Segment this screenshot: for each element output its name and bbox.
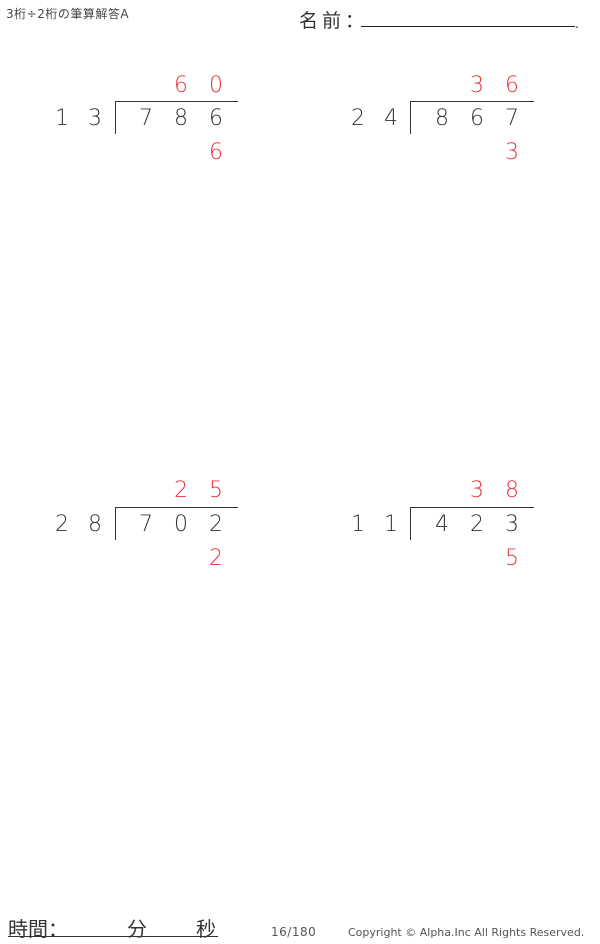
worksheet-title: 3桁÷2桁の筆算解答A bbox=[6, 7, 130, 21]
divisor-digit: 1 bbox=[384, 512, 398, 537]
dividend-digit: 6 bbox=[470, 106, 484, 131]
division-bracket-side bbox=[410, 101, 411, 134]
quotient-digit: 3 bbox=[470, 73, 484, 98]
time-label: 時間： bbox=[8, 917, 68, 941]
division-bracket-side bbox=[115, 101, 116, 134]
quotient-digit: 2 bbox=[174, 478, 188, 503]
divisor-digit: 3 bbox=[88, 106, 102, 131]
division-bracket-top bbox=[115, 507, 238, 508]
quotient-digit: 3 bbox=[470, 478, 484, 503]
remainder-digit: 2 bbox=[209, 546, 223, 571]
divisor-digit: 8 bbox=[88, 512, 102, 537]
dividend-digit: 2 bbox=[470, 512, 484, 537]
quotient-digit: 6 bbox=[505, 73, 519, 98]
division-bracket-top bbox=[115, 101, 238, 102]
quotient-digit: 5 bbox=[209, 478, 223, 503]
divisor-digit: 2 bbox=[55, 512, 69, 537]
name-line-dot: . bbox=[575, 17, 579, 31]
dividend-digit: 7 bbox=[505, 106, 519, 131]
dividend-digit: 7 bbox=[139, 106, 153, 131]
minutes-label: 分 bbox=[127, 917, 147, 941]
copyright-text: Copyright © Alpha.Inc All Rights Reserve… bbox=[348, 926, 585, 939]
divisor-digit: 4 bbox=[384, 106, 398, 131]
dividend-digit: 3 bbox=[505, 512, 519, 537]
page-number: 16/180 bbox=[271, 925, 317, 939]
dividend-digit: 4 bbox=[435, 512, 449, 537]
dividend-digit: 8 bbox=[174, 106, 188, 131]
dividend-digit: 0 bbox=[174, 512, 188, 537]
division-bracket-top bbox=[410, 101, 534, 102]
remainder-digit: 5 bbox=[505, 546, 519, 571]
dividend-digit: 2 bbox=[209, 512, 223, 537]
dividend-digit: 8 bbox=[435, 106, 449, 131]
seconds-label: 秒 bbox=[196, 917, 216, 941]
quotient-digit: 0 bbox=[209, 73, 223, 98]
name-input-line[interactable] bbox=[361, 26, 575, 27]
quotient-digit: 6 bbox=[174, 73, 188, 98]
quotient-digit: 8 bbox=[505, 478, 519, 503]
divisor-digit: 1 bbox=[351, 512, 365, 537]
divisor-digit: 1 bbox=[55, 106, 69, 131]
time-input-line[interactable] bbox=[8, 936, 218, 937]
division-bracket-top bbox=[410, 507, 534, 508]
divisor-digit: 2 bbox=[351, 106, 365, 131]
division-bracket-side bbox=[410, 507, 411, 540]
remainder-digit: 3 bbox=[505, 140, 519, 165]
remainder-digit: 6 bbox=[209, 140, 223, 165]
division-bracket-side bbox=[115, 507, 116, 540]
name-label: 名前： bbox=[299, 10, 369, 32]
dividend-digit: 6 bbox=[209, 106, 223, 131]
dividend-digit: 7 bbox=[139, 512, 153, 537]
